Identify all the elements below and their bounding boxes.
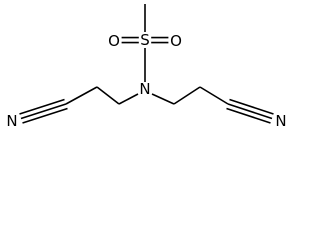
structure-diagram: S O O N N N <box>6 4 287 130</box>
atom-nitrogen-nitrile-right: N <box>275 112 286 130</box>
atom-oxygen-right: O <box>170 32 182 50</box>
bond-s-o-right <box>151 36 169 44</box>
bond-n-ch2-left <box>118 93 139 105</box>
bond-nitrile-triple-left <box>19 98 68 124</box>
bond-ch2-ch2-right <box>173 86 201 105</box>
bond-n-ch2-right <box>151 93 175 105</box>
atom-nitrogen-nitrile-left: N <box>6 112 17 130</box>
bond-ch2-ch2-left <box>96 86 120 105</box>
atom-sulfur: S <box>140 31 150 49</box>
bond-ch2-cnitrile-right <box>199 86 229 105</box>
bond-ch2-cnitrile-left <box>65 86 98 105</box>
atom-nitrogen-amine: N <box>139 80 150 98</box>
bond-s-o-left <box>121 36 139 44</box>
bond-nitrile-triple-right <box>226 98 274 124</box>
atom-oxygen-left: O <box>108 32 120 50</box>
